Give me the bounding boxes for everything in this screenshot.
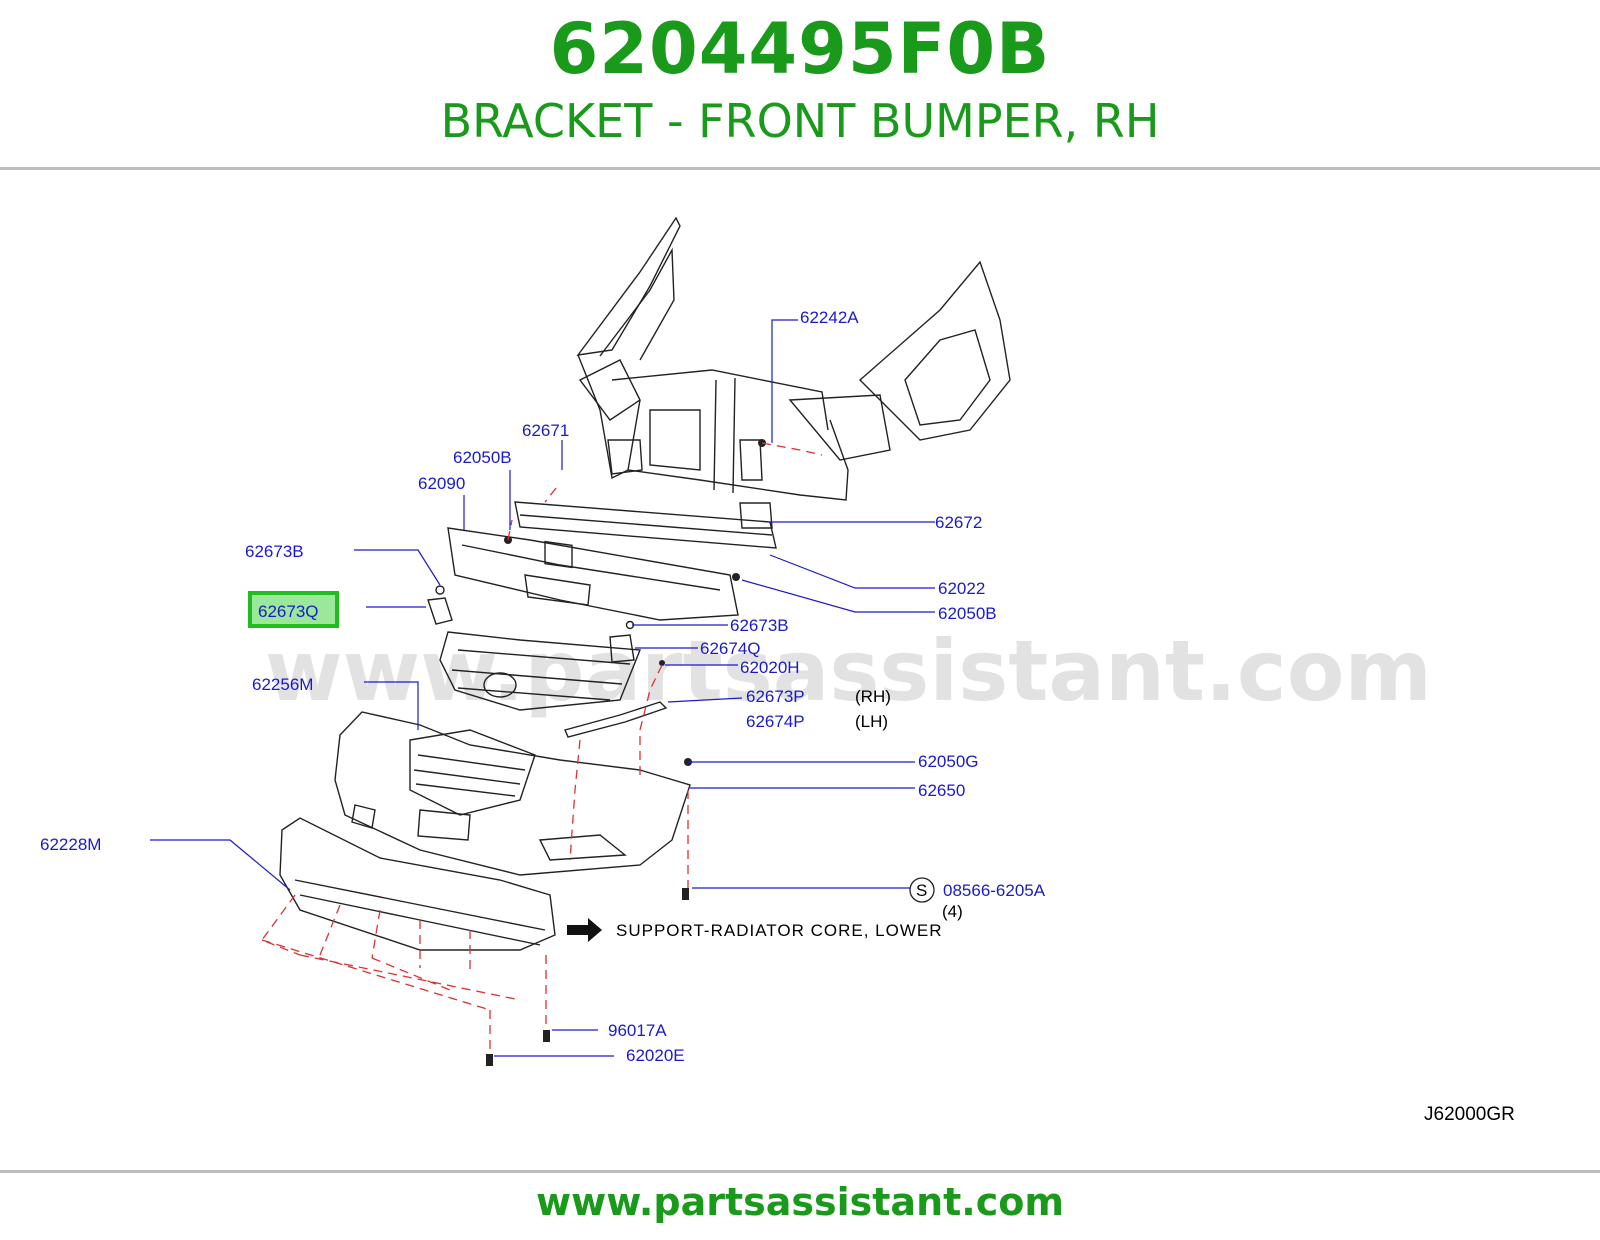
bumper-reinforcement <box>514 501 777 569</box>
leader-lines <box>150 319 935 1057</box>
label-62671[interactable]: 62671 <box>522 421 569 440</box>
label-62020H[interactable]: 62020H <box>740 658 800 677</box>
header-divider <box>0 167 1600 170</box>
label-96017A[interactable]: 96017A <box>608 1021 667 1040</box>
side-strip <box>564 701 668 738</box>
label-62090[interactable]: 62090 <box>418 474 465 493</box>
label-62256M[interactable]: 62256M <box>252 675 313 694</box>
label-62672[interactable]: 62672 <box>935 513 982 532</box>
watermark: www.partsassistant.com <box>265 622 1432 720</box>
lower-cover <box>279 817 556 951</box>
label-62228M[interactable]: 62228M <box>40 835 101 854</box>
label-lh: (LH) <box>855 712 888 731</box>
label-62650[interactable]: 62650 <box>918 781 965 800</box>
bracket-left <box>427 585 453 625</box>
s-marker-circle <box>909 877 935 903</box>
diagram-code: J62000GR <box>1424 1104 1515 1125</box>
label-62022[interactable]: 62022 <box>938 579 985 598</box>
radiator-core-support <box>576 216 1011 501</box>
label-62050B-top[interactable]: 62050B <box>453 448 512 467</box>
label-62673B-right[interactable]: 62673B <box>730 616 789 635</box>
label-62674Q[interactable]: 62674Q <box>700 639 761 658</box>
header: 6204495F0B BRACKET - FRONT BUMPER, RH <box>0 0 1600 170</box>
front-grille <box>439 631 642 711</box>
label-62020E[interactable]: 62020E <box>626 1046 685 1065</box>
s-marker: S <box>916 881 927 900</box>
quantity-note: (4) <box>942 902 963 921</box>
assembly-lines <box>260 442 823 1052</box>
arrow-icon <box>567 918 602 942</box>
label-62242A[interactable]: 62242A <box>800 308 859 327</box>
highlight-box <box>248 591 339 628</box>
energy-absorber <box>447 527 739 621</box>
part-number-title: 6204495F0B <box>549 8 1051 90</box>
label-62673P[interactable]: 62673P <box>746 687 805 706</box>
label-62674P[interactable]: 62674P <box>746 712 805 731</box>
label-62050G[interactable]: 62050G <box>918 752 979 771</box>
footer-url[interactable]: www.partsassistant.com <box>536 1180 1064 1224</box>
footer-divider <box>0 1170 1600 1173</box>
label-62673B-left[interactable]: 62673B <box>245 542 304 561</box>
label-08566-6205A[interactable]: 08566-6205A <box>943 881 1046 900</box>
label-62050B-right[interactable]: 62050B <box>938 604 997 623</box>
label-rh: (RH) <box>855 687 891 706</box>
support-radiator-note: SUPPORT-RADIATOR CORE, LOWER <box>616 921 943 940</box>
bumper-fascia <box>334 711 691 876</box>
label-62673Q[interactable]: 62673Q <box>258 602 319 621</box>
part-description: BRACKET - FRONT BUMPER, RH <box>440 94 1160 148</box>
